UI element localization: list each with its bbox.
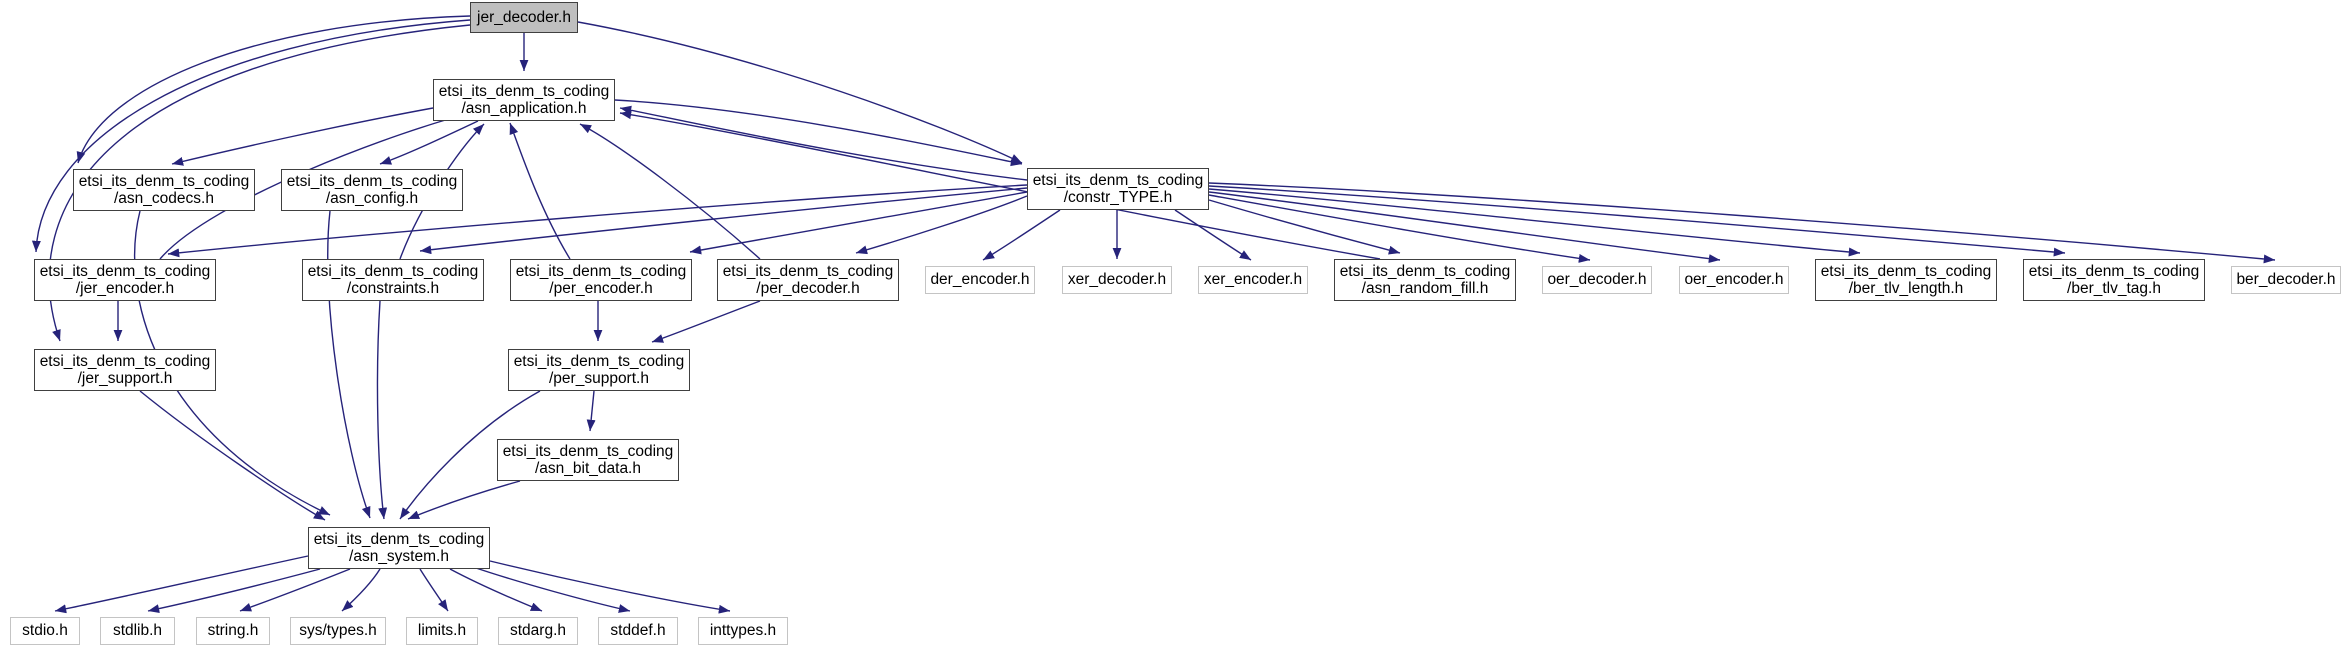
node-ber_tlv_tag[interactable]: etsi_its_denm_ts_coding /ber_tlv_tag.h: [2023, 259, 2205, 301]
node-asn_bit_data[interactable]: etsi_its_denm_ts_coding /asn_bit_data.h: [497, 439, 679, 481]
edge-asn_system-to-stdlib: [147, 568, 321, 614]
node-label: etsi_its_denm_ts_coding /ber_tlv_length.…: [1820, 262, 1992, 297]
node-label: etsi_its_denm_ts_coding /asn_random_fill…: [1339, 262, 1511, 297]
edge-per_decoder-to-per_support: [651, 300, 761, 343]
edge-asn_config-to-asn_system: [327, 210, 371, 519]
edge-constraints-to-asn_system: [376, 300, 388, 520]
node-asn_application[interactable]: etsi_its_denm_ts_coding /asn_application…: [433, 79, 615, 121]
node-stdio[interactable]: stdio.h: [10, 617, 80, 645]
node-constr_TYPE[interactable]: etsi_its_denm_ts_coding /constr_TYPE.h: [1027, 168, 1209, 210]
edge-asn_random_fill-to-asn_application: [619, 110, 1381, 260]
edge-constr_TYPE-to-per_encoder: [689, 191, 1028, 255]
edge-asn_application-to-asn_config: [379, 120, 479, 165]
node-label: etsi_its_denm_ts_coding /asn_bit_data.h: [502, 442, 674, 477]
node-ber_decoder[interactable]: ber_decoder.h: [2231, 266, 2341, 294]
edge-constr_TYPE-to-jer_encoder: [167, 184, 1028, 258]
node-label: inttypes.h: [709, 622, 777, 640]
node-oer_encoder[interactable]: oer_encoder.h: [1679, 266, 1789, 294]
node-label: etsi_its_denm_ts_coding /asn_config.h: [286, 172, 458, 207]
edge-jer_support-to-asn_system: [139, 390, 326, 521]
edge-constr_TYPE-to-xer_encoder: [1174, 209, 1252, 261]
edge-per_support-to-asn_bit_data: [586, 390, 596, 432]
node-label: etsi_its_denm_ts_coding /per_encoder.h: [515, 262, 687, 297]
edge-group: [31, 15, 2276, 614]
node-per_decoder[interactable]: etsi_its_denm_ts_coding /per_decoder.h: [717, 259, 899, 301]
node-jer_decoder[interactable]: jer_decoder.h: [470, 2, 578, 33]
node-label: etsi_its_denm_ts_coding /asn_system.h: [313, 530, 485, 565]
node-label: etsi_its_denm_ts_coding /per_decoder.h: [722, 262, 894, 297]
node-label: xer_encoder.h: [1203, 271, 1303, 289]
edge-jer_decoder-to-jer_encoder: [31, 19, 471, 253]
node-jer_encoder[interactable]: etsi_its_denm_ts_coding /jer_encoder.h: [34, 259, 216, 301]
node-label: stdarg.h: [509, 622, 566, 640]
node-xer_encoder[interactable]: xer_encoder.h: [1198, 266, 1308, 294]
node-stddef[interactable]: stddef.h: [598, 617, 678, 645]
edge-constr_TYPE-to-asn_random_fill: [1208, 199, 1401, 255]
edge-constr_TYPE-to-ber_tlv_tag: [1208, 185, 2066, 257]
node-label: stdio.h: [22, 622, 68, 640]
edge-asn_system-to-string: [239, 568, 351, 612]
node-limits[interactable]: limits.h: [406, 617, 478, 645]
node-oer_decoder[interactable]: oer_decoder.h: [1542, 266, 1652, 294]
node-label: sys/types.h: [299, 622, 377, 640]
edge-asn_system-to-systypes: [341, 568, 381, 612]
node-label: stdlib.h: [112, 622, 163, 640]
node-asn_config[interactable]: etsi_its_denm_ts_coding /asn_config.h: [281, 169, 463, 211]
edge-asn_bit_data-to-asn_system: [407, 480, 521, 520]
node-label: jer_decoder.h: [477, 8, 571, 26]
edge-jer_decoder-to-asn_codecs: [76, 15, 471, 164]
edge-constr_TYPE-to-constraints: [419, 187, 1028, 255]
node-systypes[interactable]: sys/types.h: [290, 617, 386, 645]
node-label: stddef.h: [610, 622, 666, 640]
node-asn_codecs[interactable]: etsi_its_denm_ts_coding /asn_codecs.h: [73, 169, 255, 211]
node-stdlib[interactable]: stdlib.h: [100, 617, 175, 645]
edge-asn_application-to-asn_codecs: [171, 107, 434, 166]
edge-constr_TYPE-to-per_decoder: [855, 195, 1028, 255]
edge-asn_application-to-constr_TYPE: [614, 99, 1023, 167]
edge-constr_TYPE-to-oer_decoder: [1208, 194, 1591, 263]
node-per_support[interactable]: etsi_its_denm_ts_coding /per_support.h: [508, 349, 690, 391]
node-label: etsi_its_denm_ts_coding /constraints.h: [307, 262, 479, 297]
edge-asn_system-to-stdarg: [449, 568, 543, 612]
node-asn_random_fill[interactable]: etsi_its_denm_ts_coding /asn_random_fill…: [1334, 259, 1516, 301]
node-label: etsi_its_denm_ts_coding /asn_application…: [438, 82, 610, 117]
node-label: limits.h: [417, 622, 467, 640]
node-per_encoder[interactable]: etsi_its_denm_ts_coding /per_encoder.h: [510, 259, 692, 301]
node-label: xer_decoder.h: [1067, 271, 1167, 289]
edge-per_encoder-to-asn_application: [509, 122, 571, 260]
node-inttypes[interactable]: inttypes.h: [698, 617, 788, 645]
node-der_encoder[interactable]: der_encoder.h: [925, 266, 1035, 294]
node-constraints[interactable]: etsi_its_denm_ts_coding /constraints.h: [302, 259, 484, 301]
edge-asn_system-to-limits: [419, 568, 449, 612]
node-label: etsi_its_denm_ts_coding /ber_tlv_tag.h: [2028, 262, 2200, 297]
edge-jer_decoder-to-constr_TYPE: [577, 21, 1023, 164]
node-label: etsi_its_denm_ts_coding /jer_support.h: [39, 352, 211, 387]
edge-asn_system-to-stddef: [469, 565, 631, 613]
node-asn_system[interactable]: etsi_its_denm_ts_coding /asn_system.h: [308, 527, 490, 569]
node-label: der_encoder.h: [930, 271, 1030, 289]
node-label: etsi_its_denm_ts_coding /constr_TYPE.h: [1032, 171, 1204, 206]
node-label: oer_decoder.h: [1547, 271, 1647, 289]
node-label: etsi_its_denm_ts_coding /per_support.h: [513, 352, 685, 387]
edge-constr_TYPE-to-der_encoder: [982, 209, 1061, 261]
edge-per_decoder-to-asn_application: [579, 123, 761, 260]
edge-constr_TYPE-to-asn_application: [619, 105, 1028, 181]
node-string[interactable]: string.h: [196, 617, 270, 645]
edge-constr_TYPE-to-oer_encoder: [1208, 191, 1721, 264]
node-ber_tlv_length[interactable]: etsi_its_denm_ts_coding /ber_tlv_length.…: [1815, 259, 1997, 301]
node-label: ber_decoder.h: [2236, 271, 2336, 289]
edge-asn_system-to-inttypes: [489, 560, 731, 614]
node-label: oer_encoder.h: [1684, 271, 1784, 289]
node-jer_support[interactable]: etsi_its_denm_ts_coding /jer_support.h: [34, 349, 216, 391]
node-label: etsi_its_denm_ts_coding /jer_encoder.h: [39, 262, 211, 297]
edge-constr_TYPE-to-ber_decoder: [1208, 182, 2276, 264]
node-label: etsi_its_denm_ts_coding /asn_codecs.h: [78, 172, 250, 207]
edge-constr_TYPE-to-ber_tlv_length: [1208, 188, 1861, 257]
edge-asn_system-to-stdio: [54, 555, 309, 614]
node-label: string.h: [207, 622, 259, 640]
node-stdarg[interactable]: stdarg.h: [498, 617, 578, 645]
node-xer_decoder[interactable]: xer_decoder.h: [1062, 266, 1172, 294]
edge-per_support-to-asn_system: [399, 390, 541, 520]
